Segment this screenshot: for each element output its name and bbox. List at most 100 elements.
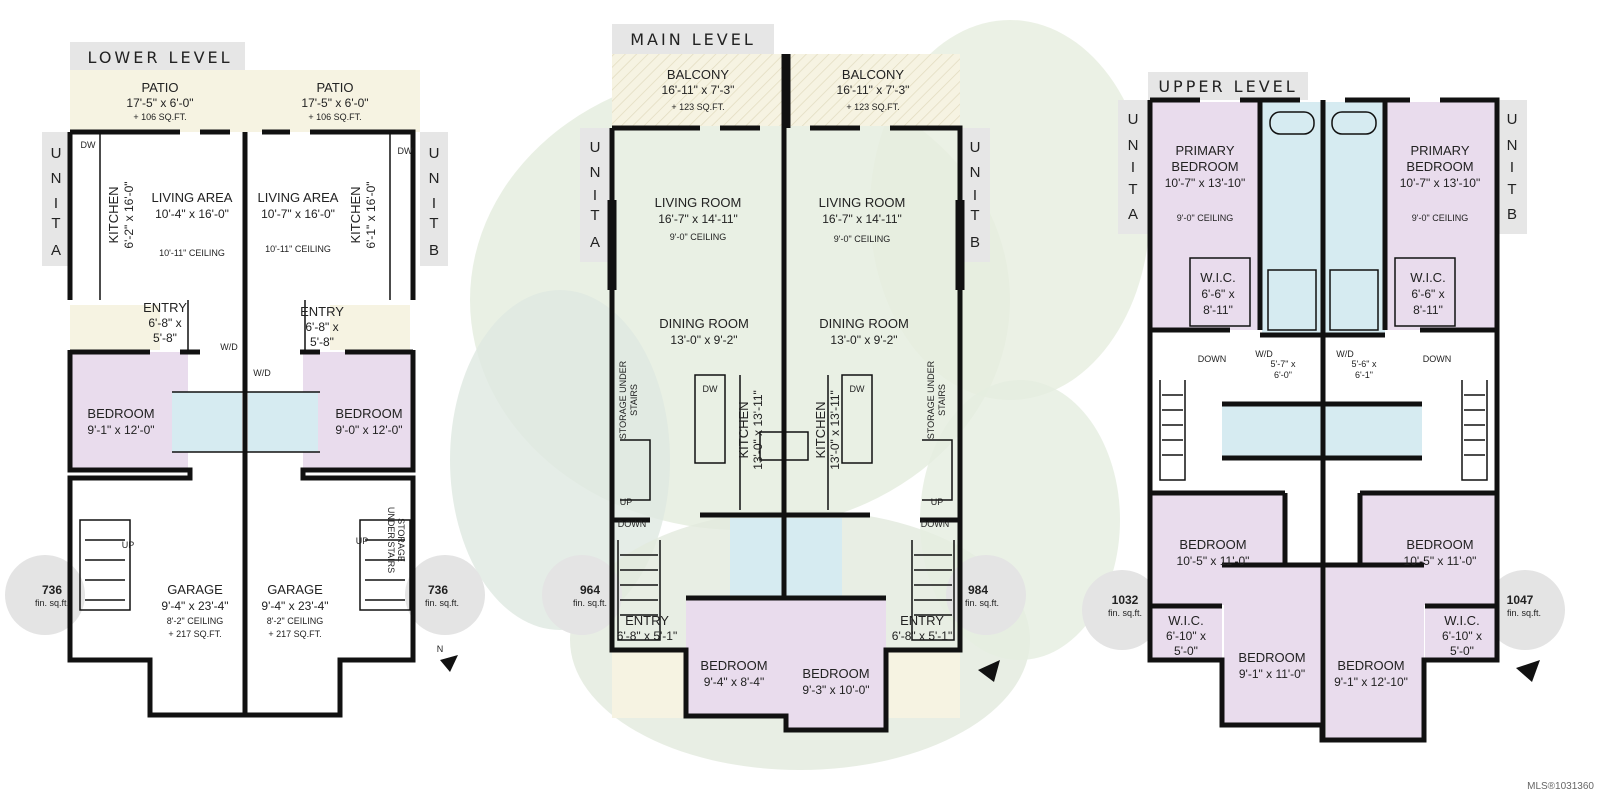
bedroom-a xyxy=(70,352,188,470)
bedroom-a-dim: 9'-1" x 12'-0" xyxy=(87,423,154,437)
ensuite-a xyxy=(1262,102,1322,334)
svg-text:T: T xyxy=(429,215,438,232)
patio-b-area: + 106 SQ.FT. xyxy=(308,112,361,122)
entry-a-dim2: 5'-8" xyxy=(153,331,177,345)
main-entry-b-dim: 6'-8" x 5'-1" xyxy=(892,629,952,643)
main-bedroom-a xyxy=(686,598,786,716)
laundry-b-dim1: 5'-6" x xyxy=(1352,359,1377,369)
garage-a-area: + 217 SQ.FT. xyxy=(168,629,221,639)
main-entry-a-name: ENTRY xyxy=(625,613,669,628)
living-b-dim: 10'-7" x 16'-0" xyxy=(261,207,335,221)
main-down-b: DOWN xyxy=(921,519,950,529)
north-label: N xyxy=(437,644,444,654)
upper-wd-a: W/D xyxy=(1255,349,1273,359)
upper-down-a: DOWN xyxy=(1198,354,1227,364)
patio-a-area: + 106 SQ.FT. xyxy=(133,112,186,122)
primary-a-ceiling: 9'-0" CEILING xyxy=(1177,213,1233,223)
main-bedroom-a-name: BEDROOM xyxy=(700,658,767,673)
svg-text:T: T xyxy=(1128,181,1137,198)
primary-a-dim: 10'-7" x 13'-10" xyxy=(1165,176,1245,190)
svg-text:U: U xyxy=(970,139,981,156)
primary-b-dim: 10'-7" x 13'-10" xyxy=(1400,176,1480,190)
svg-text:A: A xyxy=(590,234,600,251)
dining-a-name: DINING ROOM xyxy=(659,316,749,331)
lower-fin-a-label: fin. sq.ft. xyxy=(35,598,69,608)
wic2-a-dim1: 6'-10" x xyxy=(1166,629,1206,643)
bedroom-b-name: BEDROOM xyxy=(335,406,402,421)
bed2-a-dim: 10'-5" x 11'-0" xyxy=(1177,554,1250,568)
svg-text:I: I xyxy=(1510,159,1514,176)
main-living-b-ceiling: 9'-0" CEILING xyxy=(834,234,890,244)
bed3-a-dim: 9'-1" x 11'-0" xyxy=(1239,667,1305,681)
lower-storage-line2: UNDER STAIRS xyxy=(386,507,396,573)
lower-up-a: UP xyxy=(122,540,135,550)
bed2-b-name: BEDROOM xyxy=(1406,537,1473,552)
main-unit-a-label: U N I T A xyxy=(590,139,601,251)
main-living-b-name: LIVING ROOM xyxy=(819,195,906,210)
main-dw-b: DW xyxy=(850,384,865,394)
kitchen-a-dim: 6'-2" x 16'-0" xyxy=(122,181,136,248)
lower-storage-line1: STORAGE xyxy=(396,518,406,562)
upper-north-arrow-icon xyxy=(1516,660,1540,682)
upper-level-plan: UPPER LEVEL PRIMARY BEDROOM 10'-7" x 13'… xyxy=(1082,72,1565,743)
entry-a-dim1: 6'-8" x xyxy=(148,316,181,330)
living-a-dim: 10'-4" x 16'-0" xyxy=(155,207,229,221)
main-bedroom-b-dim: 9'-3" x 10'-0" xyxy=(802,683,869,697)
main-kitchen-a-name: KITCHEN xyxy=(736,401,751,458)
main-kitchen-a-dim: 13'-0" x 13'-11" xyxy=(751,390,765,470)
bed2-b-dim: 10'-5" x 11'-0" xyxy=(1404,554,1477,568)
main-bedroom-a-dim: 9'-4" x 8'-4" xyxy=(704,675,764,689)
living-b-name: LIVING AREA xyxy=(258,190,339,205)
dining-b-name: DINING ROOM xyxy=(819,316,909,331)
bath-b xyxy=(248,392,318,452)
main-unit-a-tab xyxy=(580,128,610,262)
svg-text:T: T xyxy=(51,215,60,232)
balcony-b-area: + 123 SQ.FT. xyxy=(846,102,899,112)
bedroom-a-name: BEDROOM xyxy=(87,406,154,421)
bedroom-b-dim: 9'-0" x 12'-0" xyxy=(335,423,402,437)
main-living-a-ceiling: 9'-0" CEILING xyxy=(670,232,726,242)
svg-text:U: U xyxy=(51,145,62,162)
upper-level-title: UPPER LEVEL xyxy=(1158,77,1297,96)
entry-a-name: ENTRY xyxy=(143,300,187,315)
wic2-a-name: W.I.C. xyxy=(1168,613,1203,628)
main-entry-b-name: ENTRY xyxy=(900,613,944,628)
svg-text:I: I xyxy=(973,187,977,204)
wic2-b-dim1: 6'-10" x xyxy=(1442,629,1482,643)
upper-fin-a-label: fin. sq.ft. xyxy=(1108,608,1142,618)
svg-text:T: T xyxy=(970,207,979,224)
primary-bedroom-a xyxy=(1150,102,1260,330)
lower-up-b: UP xyxy=(356,536,369,546)
svg-text:U: U xyxy=(590,139,601,156)
main-storage-b-line2: STAIRS xyxy=(937,384,947,416)
svg-text:A: A xyxy=(51,242,61,259)
main-fin-a-value: 964 xyxy=(580,583,600,597)
primary-a-line2: BEDROOM xyxy=(1171,159,1238,174)
main-kitchen-b-dim: 13'-0" x 13'-11" xyxy=(828,390,842,470)
entry-b-dim1: 6'-8" x xyxy=(305,320,338,334)
kitchen-a-name: KITCHEN xyxy=(106,186,121,243)
bath-a xyxy=(172,392,242,452)
main-level-plan: MAIN LEVEL BALCONY 16'-11" x 7'-3" + 123… xyxy=(542,24,1026,733)
patio-a-name: PATIO xyxy=(141,80,178,95)
laundry-a-dim1: 5'-7" x xyxy=(1271,359,1296,369)
main-down-a: DOWN xyxy=(618,519,647,529)
wic2-b-name: W.I.C. xyxy=(1444,613,1479,628)
svg-text:I: I xyxy=(593,187,597,204)
svg-text:U: U xyxy=(429,145,440,162)
wic-b-dim2: 8'-11" xyxy=(1413,303,1443,317)
svg-text:N: N xyxy=(51,170,62,187)
balcony-a-area: + 123 SQ.FT. xyxy=(671,102,724,112)
balcony-b-name: BALCONY xyxy=(842,67,904,82)
patio-b-name: PATIO xyxy=(316,80,353,95)
laundry-a-dim2: 6'-0" xyxy=(1274,370,1292,380)
main-dw-a: DW xyxy=(703,384,718,394)
lower-unit-a-label: U N I T A xyxy=(51,145,62,259)
svg-text:A: A xyxy=(1128,206,1138,223)
entry-b-name: ENTRY xyxy=(300,304,344,319)
bed3-b-dim: 9'-1" x 12'-10" xyxy=(1334,675,1408,689)
fin-area-circle-a xyxy=(5,555,85,635)
upper-fin-b-value: 1047 xyxy=(1507,593,1534,607)
wic-a-name: W.I.C. xyxy=(1200,270,1235,285)
